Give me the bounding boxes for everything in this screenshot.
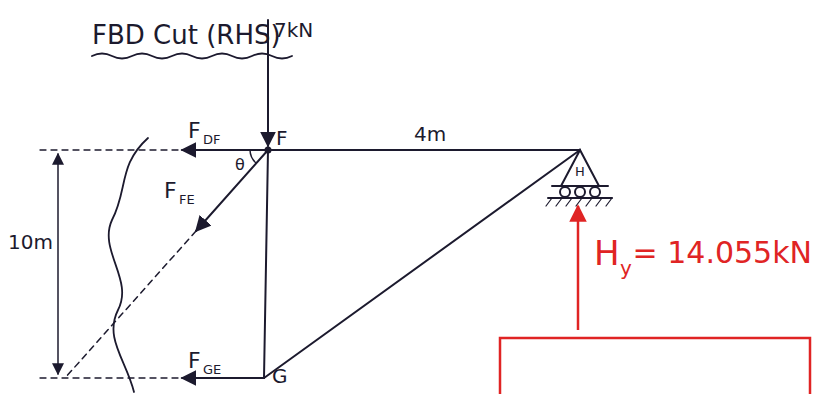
angle-symbol: θ — [235, 157, 245, 173]
force-subscript: FE — [179, 193, 195, 206]
force-subscript: GE — [203, 363, 221, 376]
dimension: 4m — [414, 124, 446, 144]
force-symbol: F — [188, 350, 201, 372]
joint-name: F — [276, 128, 288, 148]
force-subscript: DF — [203, 133, 221, 146]
force-symbol: F — [164, 180, 177, 202]
joint-name: H — [575, 165, 585, 178]
reaction-subscript: y — [620, 258, 632, 278]
reaction-value: = 14.055kN — [633, 238, 812, 268]
diagram-title: FBD Cut (RHS) — [92, 22, 281, 48]
dimension: 10m — [8, 232, 53, 252]
force-symbol: F — [188, 120, 201, 142]
load-value: 7kN — [274, 20, 313, 40]
reaction-symbol: H — [594, 236, 620, 270]
joint-name: G — [272, 366, 288, 386]
